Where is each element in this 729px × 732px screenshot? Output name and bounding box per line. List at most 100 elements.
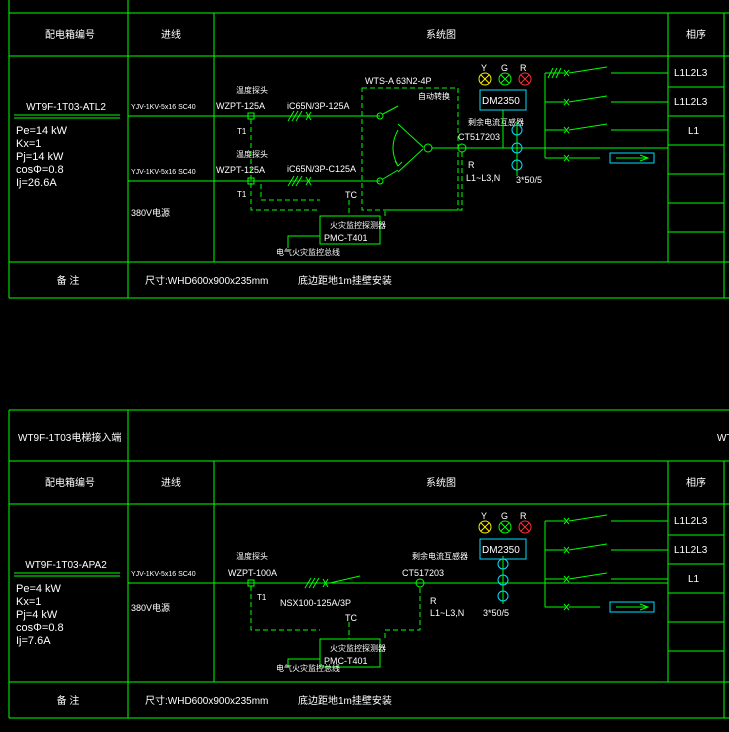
- panel1-ct-label: 剩余电流互感器: [468, 117, 524, 127]
- panel1-box-id: WT9F-1T03-ATL2: [26, 102, 106, 113]
- panel1-breaker-2-symbol: [287, 175, 312, 187]
- panel1-header-incoming: 进线: [161, 28, 181, 41]
- panel1-r: R: [468, 160, 475, 170]
- panel2-header-system: 系统图: [426, 476, 456, 489]
- panel1-notes-label: 备 注: [57, 274, 80, 287]
- panel1-param-pe: Pe=14 kW: [16, 125, 68, 137]
- panel2-param-pe: Pe=4 kW: [16, 583, 62, 595]
- panel1-param-pj: Pj=14 kW: [16, 151, 64, 163]
- panel2-incoming-circuit: 温度探头 WZPT-100A T1 NSX100-125A/3P 剩余电流互感器…: [128, 551, 668, 618]
- panel2-t1: T1: [257, 593, 267, 602]
- panel1-incoming-circuit-1: 温度探头 WZPT-125A T1 iC65N/3P-125A: [128, 85, 399, 136]
- panel2-monitor: PMC-T401: [324, 656, 368, 666]
- panel1-breaker-1: iC65N/3P-125A: [287, 101, 350, 111]
- panel2-table-frame: [8, 409, 729, 719]
- panel2-monitor-label: 火灾监控探测器: [330, 643, 386, 653]
- panel1-wzpt-2: WZPT-125A: [216, 165, 265, 175]
- panel1-lamp-r-icon: [518, 72, 532, 86]
- panel2-monitor-box: [319, 638, 381, 668]
- panel1-indicator-lamps: Y G R: [478, 63, 532, 86]
- panel2-phase-row-2: L1L2L3: [674, 545, 708, 556]
- panel1-phase-row-1: L1L2L3: [674, 68, 708, 79]
- panel1-header-system: 系统图: [426, 28, 456, 41]
- panel2-param-cos: cosΦ=0.8: [16, 622, 64, 634]
- panel1-voltage: 380V电源: [131, 207, 170, 218]
- panel1-params: Pe=14 kW Kx=1 Pj=14 kW cosΦ=0.8 Ij=26.6A: [16, 125, 68, 189]
- panel1-meter: DM2350: [482, 96, 520, 107]
- panel2-title-right: WT: [717, 433, 729, 444]
- panel1-sensor-wiring: [250, 119, 463, 216]
- panel1-wzpt-1: WZPT-125A: [216, 101, 265, 111]
- panel1-current-transformers: 3*50/5: [511, 122, 542, 185]
- panel2-lamp-g-icon: [498, 520, 512, 534]
- panel1-phase-row-2: L1L2L3: [674, 97, 708, 108]
- panel2: WT9F-1T03电梯接入端 WT 配电箱编号 进线 系统图 相序 WT9F-1…: [8, 409, 729, 719]
- panel2-lamp-y-label: Y: [481, 511, 487, 521]
- panel1-lamp-y-icon: [478, 72, 492, 86]
- panel2-breaker-symbol: [304, 577, 329, 589]
- panel2-spd-icon: [609, 601, 655, 613]
- panel1-ct-ratio: 3*50/5: [516, 175, 542, 185]
- panel2-temp-probe: 温度探头: [236, 551, 268, 561]
- panel2-meter-box: [479, 538, 527, 560]
- panel1-ats-label: WTS-A 63N2-4P: [365, 76, 432, 86]
- panel2-notes-label: 备 注: [57, 694, 80, 707]
- panel2-header-incoming: 进线: [161, 476, 181, 489]
- panel2-phases: L1~L3,N: [430, 608, 464, 618]
- panel2-current-transformers: 3*50/5: [483, 556, 509, 618]
- panel1-auto-switch-label: 自动转换: [418, 91, 450, 101]
- panel1-install: 底边距地1m挂壁安装: [298, 274, 392, 287]
- panel1-t1-a: T1: [237, 127, 247, 136]
- panel2-size: 尺寸:WHD600x900x235mm: [145, 694, 268, 707]
- panel1-phases: L1~L3,N: [466, 173, 500, 183]
- panel2-ct-ratio: 3*50/5: [483, 608, 509, 618]
- panel1-lamp-g-label: G: [501, 63, 508, 73]
- panel2-params: Pe=4 kW Kx=1 Pj=4 kW cosΦ=0.8 Ij=7.6A: [16, 583, 64, 647]
- panel2-phase-row-1: L1L2L3: [674, 516, 708, 527]
- panel1: 配电箱编号 进线 系统图 相序 WT9F-1T03-ATL2 Pe=14 kW …: [8, 0, 729, 299]
- panel1-monitor-box: [319, 215, 381, 245]
- panel2-lamp-r-label: R: [520, 511, 527, 521]
- panel1-header-phase: 相序: [686, 28, 706, 41]
- panel1-feeder-2: YJV-1KV-5x16 SC40: [131, 169, 196, 176]
- panel2-lamp-y-icon: [478, 520, 492, 534]
- panel1-header-box-no: 配电箱编号: [45, 28, 95, 41]
- panel1-temp-probe-2: 温度探头: [236, 149, 268, 159]
- panel1-breaker-2: iC65N/3P-C125A: [287, 164, 356, 174]
- panel2-meter: DM2350: [482, 545, 520, 556]
- panel2-fire-line: 电气火灾监控总线: [276, 663, 340, 673]
- panel1-ct: CT517203: [458, 132, 500, 142]
- panel1-spd-icon: [609, 152, 655, 164]
- panel2-outgoing-circuits: [544, 514, 668, 613]
- panel1-param-cos: cosΦ=0.8: [16, 164, 64, 176]
- panel1-phase-row-3: L1: [688, 126, 700, 137]
- panel2-wzpt: WZPT-100A: [228, 568, 277, 578]
- panel2-param-pj: Pj=4 kW: [16, 609, 58, 621]
- panel1-lamp-g-icon: [498, 72, 512, 86]
- panel2-header-phase: 相序: [686, 476, 706, 489]
- panel2-header-box-no: 配电箱编号: [45, 476, 95, 489]
- panel1-monitor: PMC-T401: [324, 233, 368, 243]
- panel1-t1-b: T1: [237, 190, 247, 199]
- panel2-param-ij: Ij=7.6A: [16, 635, 51, 647]
- panel2-param-kx: Kx=1: [16, 596, 41, 608]
- panel1-feeder-1: YJV-1KV-5x16 SC40: [131, 104, 196, 111]
- panel1-tc: TC: [345, 190, 357, 200]
- panel2-r: R: [430, 596, 437, 606]
- panel2-ct-symbol: [415, 578, 425, 588]
- panel2-lamp-r-icon: [518, 520, 532, 534]
- panel2-indicator-lamps: Y G R: [478, 511, 532, 534]
- panel2-title: WT9F-1T03电梯接入端: [18, 431, 121, 444]
- panel1-lamp-y-label: Y: [481, 63, 487, 73]
- panel1-fire-line: 电气火灾监控总线: [276, 247, 340, 257]
- panel2-tc: TC: [345, 613, 357, 623]
- panel1-outgoing-circuits: [544, 66, 668, 164]
- panel1-monitor-label: 火灾监控探测器: [330, 220, 386, 230]
- panel2-phase-row-3: L1: [688, 574, 700, 585]
- panel1-ats: WTS-A 63N2-4P 自动转换: [361, 76, 668, 211]
- panel2-lamp-g-label: G: [501, 511, 508, 521]
- panel1-size: 尺寸:WHD600x900x235mm: [145, 274, 268, 287]
- panel2-breaker: NSX100-125A/3P: [280, 598, 351, 608]
- panel2-install: 底边距地1m挂壁安装: [298, 694, 392, 707]
